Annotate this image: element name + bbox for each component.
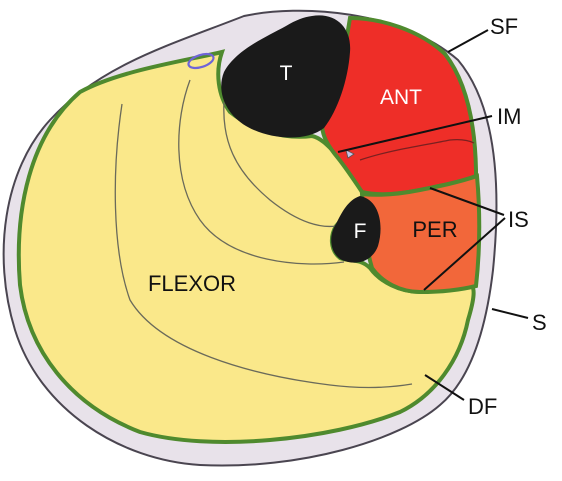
- fibula-label: F: [354, 220, 367, 243]
- flexor-label: FLEXOR: [148, 271, 236, 296]
- leader-line-im: [337, 115, 493, 153]
- leader-line-is-lower: [423, 217, 506, 291]
- leader-line-is-upper: [429, 187, 505, 216]
- anterior-label: ANT: [380, 86, 422, 109]
- flexor-septum-line-1: [114, 103, 413, 389]
- sf-label: SF: [490, 14, 518, 39]
- im-label: IM: [497, 104, 521, 129]
- peroneal-label: PER: [412, 217, 457, 242]
- interosseous-marker: [345, 149, 355, 159]
- leader-line-s: [491, 308, 529, 319]
- peroneal-compartment: [359, 173, 482, 295]
- is-label: IS: [508, 207, 529, 232]
- superficial-vessel: [187, 52, 215, 70]
- s-label: S: [532, 310, 547, 335]
- fibula-bone: [331, 196, 381, 263]
- flexor-septum-line-2: [178, 79, 345, 265]
- df-label: DF: [468, 394, 497, 419]
- anterior-inner-line: [359, 139, 475, 161]
- leader-line-sf: [447, 29, 489, 53]
- tibia-label: T: [280, 62, 293, 85]
- flexor-septum-line-3: [223, 101, 337, 228]
- leader-line-df: [424, 374, 465, 401]
- tibia-bone: [221, 15, 351, 138]
